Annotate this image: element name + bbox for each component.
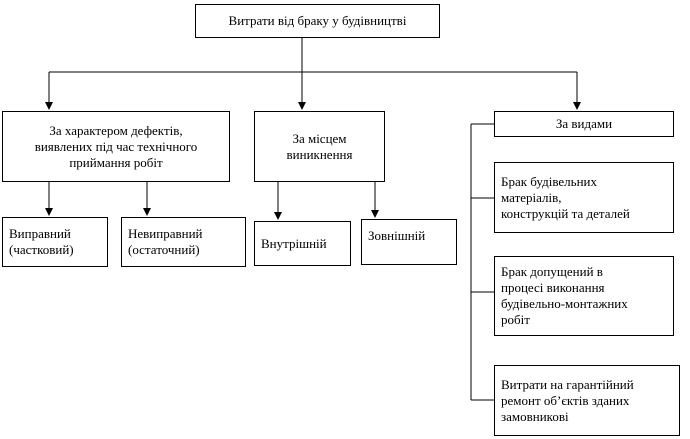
child-box-materials-defect: Брак будівельних матеріалів, конструкцій… [494, 162, 674, 233]
child-3-2-line-2: процесі виконання [501, 280, 605, 295]
child-3-1-line-3: конструкцій та деталей [501, 205, 630, 221]
category-2-line-2: виникнення [286, 146, 353, 162]
child-1-2-line-2: (остаточний) [128, 242, 200, 257]
child-3-1-line-2: матеріалів, [501, 189, 562, 205]
child-3-3-line-3: замовникові [501, 408, 569, 424]
category-2-line-1: За місцем [292, 130, 347, 146]
child-2-2-line-1: Зовнішній [368, 228, 426, 243]
child-2-1-line-1: Внутрішній [261, 235, 327, 251]
category-1-line-2: виявлених під час технічного [34, 138, 198, 154]
child-box-uncorrectable: Невиправний (остаточний) [121, 217, 246, 267]
child-box-warranty-repair: Витрати на гарантійний ремонт об’єктів з… [494, 365, 680, 436]
child-box-external: Зовнішній [361, 219, 457, 265]
child-1-2-line-1: Невиправний [128, 226, 203, 241]
category-box-place-of-origin: За місцем виникнення [254, 111, 385, 182]
category-box-by-type: За видами [494, 111, 674, 137]
category-1-line-3: приймання робіт [69, 154, 163, 170]
child-3-2-line-4: робіт [501, 312, 530, 327]
category-3-line-1: За видами [555, 116, 613, 131]
child-box-correctable: Виправний (частковий) [2, 217, 108, 267]
child-1-1-line-1: Виправний [9, 226, 71, 241]
child-3-3-line-1: Витрати на гарантійний [501, 376, 634, 392]
child-3-3-line-2: ремонт об’єктів зданих [501, 392, 630, 408]
child-box-construction-defect: Брак допущений в процесі виконання будів… [494, 256, 674, 336]
root-box: Витрати від браку у будівництві [195, 4, 440, 38]
root-line-1: Витрати від браку у будівництві [228, 13, 407, 28]
category-box-defect-character: За характером дефектів, виявлених під ча… [2, 111, 230, 182]
child-1-1-line-2: (частковий) [9, 242, 74, 257]
child-box-internal: Внутрішній [254, 221, 351, 266]
child-3-1-line-1: Брак будівельних [501, 173, 597, 189]
child-3-2-line-3: будівельно-монтажних [501, 296, 628, 311]
child-3-2-line-1: Брак допущений в [501, 264, 603, 279]
category-1-line-1: За характером дефектів, [49, 122, 183, 138]
